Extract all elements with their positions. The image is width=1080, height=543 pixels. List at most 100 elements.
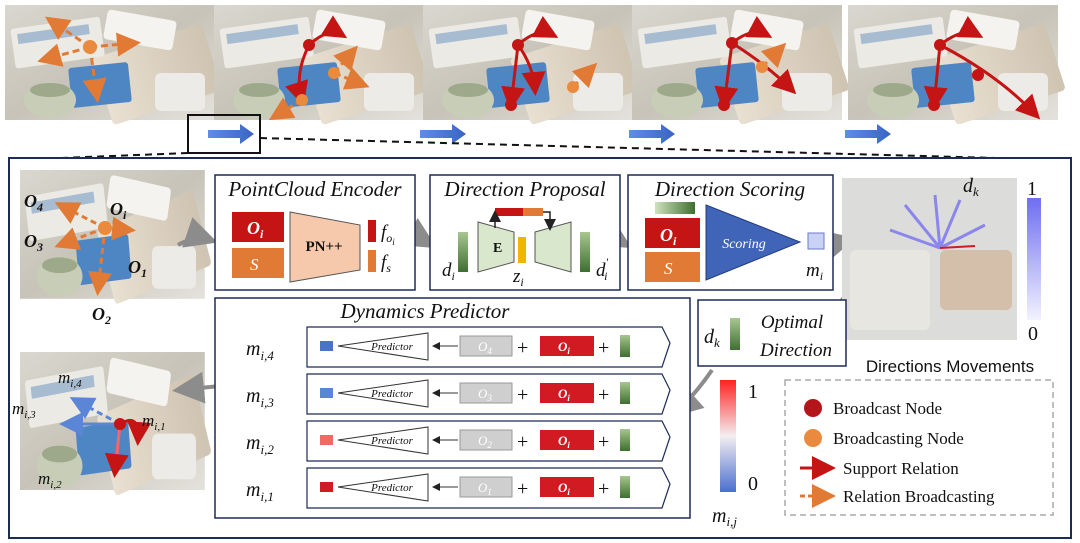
scene-o3-label: O3 xyxy=(24,231,43,254)
colorbar-bottom: 0 xyxy=(748,473,758,495)
predictor-output-label: mi,4 xyxy=(246,338,274,363)
scene-o1-label: O1 xyxy=(128,257,147,280)
predictor-label: Predictor xyxy=(370,482,413,494)
predictor-label: Predictor xyxy=(370,341,413,353)
result-m11-label: mi,1 xyxy=(142,411,166,433)
predictor-output-swatch xyxy=(320,388,333,398)
proposal-d-label: di xyxy=(442,260,455,283)
scene-o4-label: O4 xyxy=(24,191,43,214)
left-result-scene xyxy=(20,352,212,497)
plus-sign: + xyxy=(517,337,528,359)
proposal-z-label: zi xyxy=(512,266,524,289)
movements-scale-bottom: 0 xyxy=(1028,323,1038,345)
direction-vector-icon xyxy=(620,382,630,404)
legend-broadcast-node: Broadcast Node xyxy=(833,399,942,418)
encoder-s-label: S xyxy=(250,255,259,274)
scoring-block-label: Scoring xyxy=(722,237,766,252)
optimal-dk-label: dk xyxy=(704,326,720,350)
left-input-scene xyxy=(20,170,212,305)
optimal-panel xyxy=(697,299,847,367)
target-object-label: Oi xyxy=(558,480,570,497)
predictor-label: Predictor xyxy=(370,435,413,447)
predictor-row: mi,1 Predictor O1 + Oi + xyxy=(246,467,671,509)
top-scene-2 xyxy=(214,5,432,126)
predictor-output-label: mi,3 xyxy=(246,385,274,410)
scoring-panel xyxy=(627,174,834,291)
result-m13-label: mi,3 xyxy=(12,399,36,421)
neighbor-object-label: O4 xyxy=(478,339,492,356)
predictor-label: Predictor xyxy=(370,388,413,400)
movements-caption: Directions Movements xyxy=(866,357,1034,376)
optimal-line2: Direction xyxy=(759,340,832,361)
predictor-output-swatch xyxy=(320,435,333,445)
direction-vector-icon xyxy=(620,476,630,498)
movements-dk-label: dk xyxy=(963,175,979,199)
result-m12-label: mi,2 xyxy=(38,469,62,491)
predictor-block xyxy=(337,473,429,502)
plus-sign: + xyxy=(517,478,528,500)
scoring-oi-label: Oi xyxy=(660,225,677,248)
predictor-row: mi,3 Predictor O3 + Oi + xyxy=(246,373,671,415)
top-scene-4 xyxy=(632,5,850,126)
neighbor-object-label: O3 xyxy=(478,386,492,403)
plus-sign: + xyxy=(517,431,528,453)
predictor-block xyxy=(337,332,429,361)
plus-sign: + xyxy=(598,384,609,406)
target-object-label: Oi xyxy=(558,433,570,450)
target-object-label: Oi xyxy=(558,339,570,356)
target-object-label: Oi xyxy=(558,386,570,403)
legend-broadcasting-node: Broadcasting Node xyxy=(833,429,964,448)
plus-sign: + xyxy=(598,478,609,500)
dynamics-title: Dynamics Predictor xyxy=(340,299,511,323)
scene-oi-label: Oi xyxy=(110,199,127,222)
encoder-title: PointCloud Encoder xyxy=(227,177,402,201)
neighbor-object-label: O2 xyxy=(478,433,492,450)
optimal-line1: Optimal xyxy=(761,312,823,333)
legend-support-relation: Support Relation xyxy=(843,459,959,478)
plus-sign: + xyxy=(517,384,528,406)
predictor-output-label: mi,2 xyxy=(246,432,274,457)
movements-scale-top: 1 xyxy=(1027,178,1037,200)
pn-label: PN++ xyxy=(305,239,342,255)
proposal-title: Direction Proposal xyxy=(443,177,605,201)
neighbor-object-label: O1 xyxy=(478,480,492,497)
top-scene-5 xyxy=(848,5,1066,126)
predictor-row: mi,2 Predictor O2 + Oi + xyxy=(246,420,671,462)
f-oi-label: foi xyxy=(381,222,395,247)
result-m14-label: mi,4 xyxy=(58,368,82,390)
sequence-arrows xyxy=(208,124,891,144)
plus-sign: + xyxy=(598,337,609,359)
broadcasting-node-icon xyxy=(804,429,822,447)
top-scene-strip xyxy=(5,5,1071,161)
f-s-label: fs xyxy=(381,252,391,275)
scoring-s-label: S xyxy=(664,259,673,278)
proposal-panel xyxy=(429,174,621,291)
legend xyxy=(784,379,1054,516)
top-scene-3 xyxy=(423,5,641,126)
colorbar-top: 1 xyxy=(748,381,758,403)
movements-panel xyxy=(842,178,1041,340)
scoring-m-label: mi xyxy=(806,260,823,283)
encoder-oi-label: Oi xyxy=(247,218,264,241)
encoder-e-label: E xyxy=(493,241,502,256)
predictor-row: mi,4 Predictor O4 + Oi + xyxy=(246,326,671,368)
scene-o2-label: O2 xyxy=(92,304,111,327)
plus-sign: + xyxy=(598,431,609,453)
broadcast-node-icon xyxy=(804,399,822,417)
colorbar-label: mi,j xyxy=(712,505,737,529)
direction-vector-icon xyxy=(620,335,630,357)
predictor-output-swatch xyxy=(320,482,333,492)
predictor-block xyxy=(337,379,429,408)
legend-relation-broadcasting: Relation Broadcasting xyxy=(843,487,995,506)
predictor-output-swatch xyxy=(320,341,333,351)
proposal-dprime-label: d'i xyxy=(596,255,609,283)
predictor-output-label: mi,1 xyxy=(246,479,274,504)
direction-vector-icon xyxy=(620,429,630,451)
encoder-panel xyxy=(214,174,416,291)
predictor-block xyxy=(337,426,429,455)
scoring-title: Direction Scoring xyxy=(654,177,805,201)
mij-colorbar xyxy=(720,380,736,492)
top-scene-1 xyxy=(5,5,223,126)
